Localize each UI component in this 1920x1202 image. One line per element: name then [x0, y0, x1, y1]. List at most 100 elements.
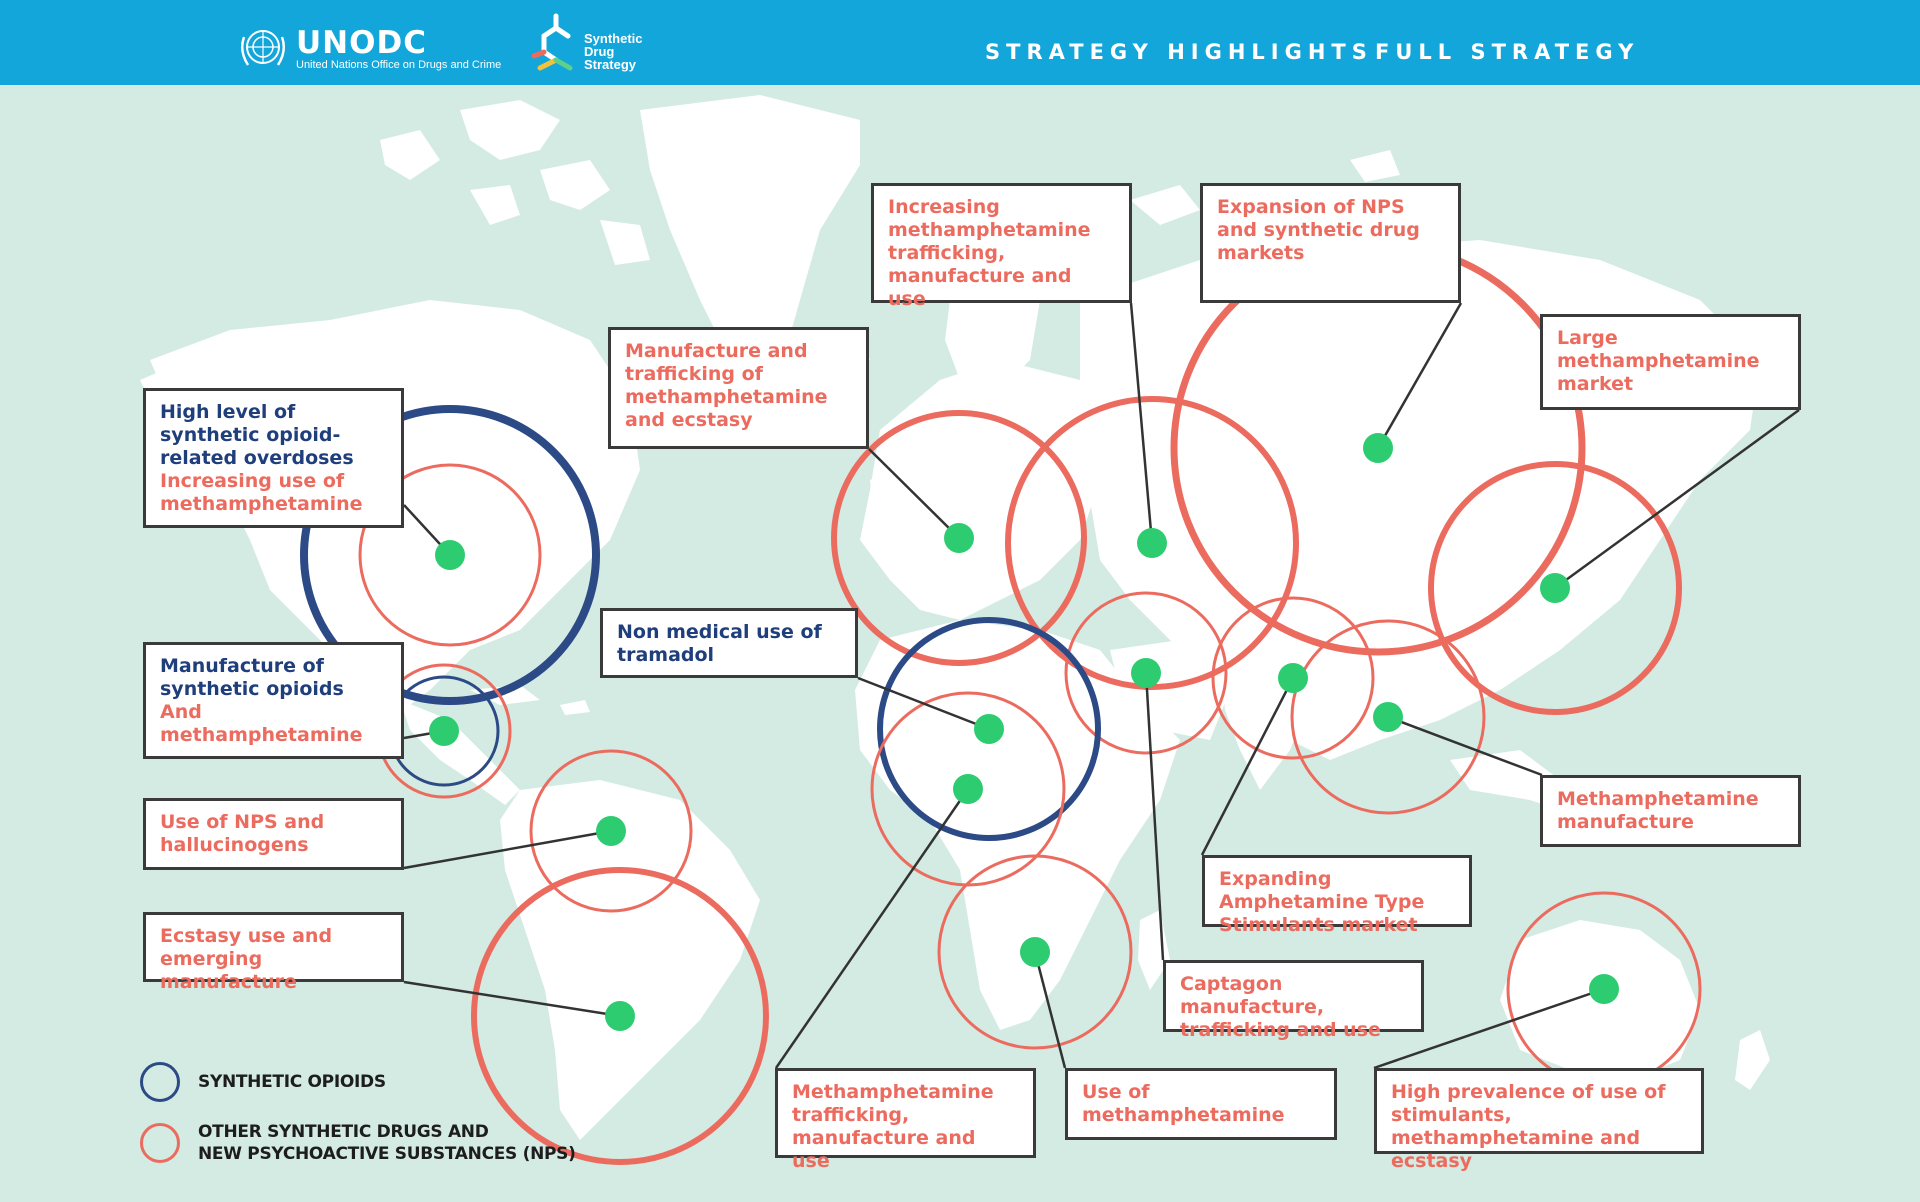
marker-southeast-asia[interactable] [1373, 702, 1403, 732]
leader-oceania [1373, 987, 1605, 1070]
label-south-asia-text: Expanding Amphetamine Type Stimulants ma… [1219, 868, 1425, 936]
ring-south-america [471, 867, 769, 1165]
label-south-asia: Expanding Amphetamine Type Stimulants ma… [1202, 855, 1472, 936]
label-southern-africa-text: Use of methamphetamine [1082, 1081, 1285, 1126]
ring-middle-east [1064, 591, 1228, 755]
label-south-america: Ecstasy use and emerging manufacture [143, 912, 404, 993]
leader-west-africa [774, 788, 970, 1069]
label-western-europe: Manufacture and trafficking of methamphe… [608, 327, 869, 449]
marker-oceania[interactable] [1589, 974, 1619, 1004]
label-south-america-text: Ecstasy use and emerging manufacture [160, 925, 333, 993]
marker-east-asia[interactable] [1540, 573, 1570, 603]
nav-strategy-highlights[interactable]: STRATEGY HIGHLIGHTS [985, 40, 1373, 64]
label-southern-africa: Use of methamphetamine [1065, 1068, 1337, 1140]
strategy-logo-line-1: Synthetic [584, 30, 643, 46]
central-america [400, 700, 520, 805]
label-southeast-asia: Methamphetamine manufacture [1540, 775, 1801, 847]
label-mexico-line-1: Manufacture of synthetic opioids [160, 655, 344, 700]
greenland [640, 95, 860, 370]
org-subtitle: United Nations Office on Drugs and Crime [296, 59, 502, 71]
label-eastern-europe-text: Increasing methamphetamine trafficking, … [888, 196, 1091, 310]
new-zealand [1735, 1030, 1770, 1090]
leader-east-asia [1554, 408, 1800, 590]
label-north-america-line-1: High level of synthetic opioid-related o… [160, 401, 354, 469]
marker-south-asia[interactable] [1278, 663, 1308, 693]
label-north-africa-text: Non medical use of tramadol [617, 621, 822, 666]
leader-middle-east [1144, 672, 1165, 961]
molecule-icon [531, 13, 573, 71]
ring-southern-africa [937, 854, 1133, 1050]
uk [870, 470, 905, 540]
leader-southern-africa [1033, 951, 1067, 1069]
marker-northern-south-america[interactable] [596, 816, 626, 846]
label-western-europe-text: Manufacture and trafficking of methamphe… [625, 340, 828, 431]
marker-north-america[interactable] [435, 540, 465, 570]
leader-northern-south-america [403, 829, 612, 870]
un-emblem-icon [240, 30, 286, 66]
label-north-asia: Expansion of NPS and synthetic drug mark… [1200, 183, 1461, 303]
ring-north-america-other [358, 463, 542, 647]
label-west-africa-text: Methamphetamine trafficking, manufacture… [792, 1081, 994, 1172]
marker-north-asia[interactable] [1363, 433, 1393, 463]
label-north-africa: Non medical use of tramadol [600, 608, 858, 678]
label-north-asia-text: Expansion of NPS and synthetic drug mark… [1217, 196, 1420, 264]
label-oceania-text: High prevalence of use of stimulants, me… [1391, 1081, 1666, 1172]
japan [1620, 470, 1660, 570]
marker-southern-africa[interactable] [1020, 937, 1050, 967]
scandinavia [945, 280, 1040, 400]
label-east-asia-text: Large methamphetamine market [1557, 327, 1760, 395]
label-southeast-asia-text: Methamphetamine manufacture [1557, 788, 1759, 833]
label-middle-east-text: Captagon manufacture, trafficking and us… [1180, 973, 1381, 1041]
legend-other-drugs: OTHER SYNTHETIC DRUGS AND NEW PSYCHOACTI… [140, 1121, 576, 1165]
ring-north-america-opioids [300, 405, 600, 705]
leader-southeast-asia [1387, 715, 1543, 777]
legend-synthetic-opioids-label: SYNTHETIC OPIOIDS [198, 1072, 386, 1092]
label-eastern-europe: Increasing methamphetamine trafficking, … [871, 183, 1132, 310]
strategy-logo-line-2: Drug [584, 43, 615, 59]
marker-middle-east[interactable] [1131, 658, 1161, 688]
marker-western-europe[interactable] [944, 523, 974, 553]
ring-south-asia [1211, 596, 1375, 760]
ring-eastern-europe [1005, 396, 1299, 690]
unodc-logo[interactable]: UNODC United Nations Office on Drugs and… [236, 24, 501, 74]
label-north-america: High level of synthetic opioid-related o… [143, 388, 404, 528]
legend-red-ring-icon [140, 1123, 180, 1163]
ring-southeast-asia [1290, 619, 1486, 815]
leader-eastern-europe [1129, 302, 1154, 544]
marker-mexico[interactable] [429, 716, 459, 746]
arctic-russia-islands [1130, 150, 1400, 225]
label-mexico-line-2: And methamphetamine [160, 701, 363, 746]
legend-synthetic-opioids: SYNTHETIC OPIOIDS [140, 1062, 386, 1102]
label-leader-lines [403, 302, 1800, 1070]
ring-western-europe [831, 410, 1087, 666]
label-mexico: Manufacture of synthetic opioids And met… [143, 642, 404, 759]
marker-eastern-europe[interactable] [1137, 528, 1167, 558]
leader-north-asia [1376, 302, 1463, 449]
ring-north-africa [877, 617, 1101, 841]
marker-north-africa[interactable] [974, 714, 1004, 744]
label-northern-south-america-text: Use of NPS and hallucinogens [160, 811, 325, 856]
south-america [500, 780, 760, 1140]
legend-blue-ring-icon [140, 1062, 180, 1102]
ring-east-asia [1428, 461, 1682, 715]
leader-south-america [403, 980, 621, 1018]
marker-west-africa[interactable] [953, 774, 983, 804]
leader-north-africa [857, 676, 990, 731]
leader-western-europe [868, 448, 960, 539]
leader-south-asia [1200, 677, 1295, 856]
nav-full-strategy[interactable]: FULL STRATEGY [1375, 40, 1640, 64]
legend-other-drugs-label: OTHER SYNTHETIC DRUGS AND NEW PSYCHOACTI… [198, 1122, 576, 1164]
label-north-america-line-2: Increasing use of methamphetamine [160, 470, 363, 515]
label-east-asia: Large methamphetamine market [1540, 314, 1801, 410]
label-northern-south-america: Use of NPS and hallucinogens [143, 798, 404, 870]
org-name: UNODC [296, 25, 427, 61]
ring-northern-south-america [529, 749, 693, 913]
marker-south-america[interactable] [605, 1001, 635, 1031]
location-markers [429, 433, 1619, 1031]
label-middle-east: Captagon manufacture, trafficking and us… [1163, 960, 1424, 1041]
header-bar: UNODC United Nations Office on Drugs and… [0, 0, 1920, 85]
drug-market-rings [300, 240, 1702, 1165]
synthetic-drug-strategy-logo[interactable]: Synthetic Drug Strategy [530, 8, 643, 76]
label-west-africa: Methamphetamine trafficking, manufacture… [775, 1068, 1036, 1172]
europe [860, 360, 1110, 620]
